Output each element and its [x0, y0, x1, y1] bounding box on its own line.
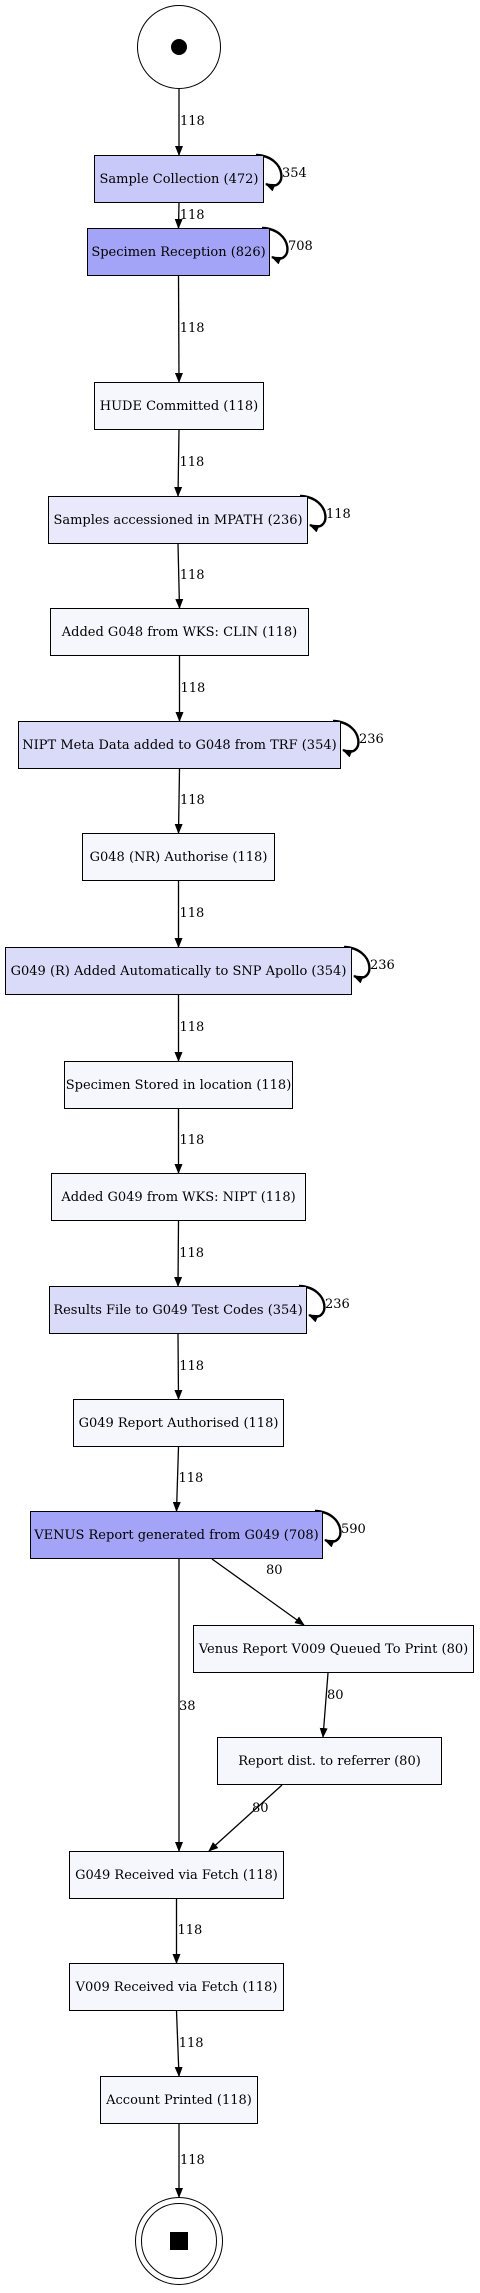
activity-node[interactable]: NIPT Meta Data added to G048 from TRF (3…	[18, 721, 341, 769]
edge-label: 236	[370, 958, 395, 973]
edge-label: 118	[179, 1245, 205, 1261]
activity-node[interactable]: Samples accessioned in MPATH (236)	[48, 496, 308, 544]
self-loop-arrow	[332, 719, 360, 758]
edge-label: 80	[252, 1801, 269, 1816]
edge-label: 118	[178, 2035, 204, 2051]
activity-label: Results File to G049 Test Codes (354)	[53, 1302, 303, 1318]
start-event	[137, 5, 221, 89]
edge-arrow	[174, 1220, 183, 1287]
edge-arrow	[172, 1446, 181, 1512]
edge-label: 118	[179, 1020, 205, 1035]
activity-label: Specimen Stored in location (118)	[65, 1077, 292, 1093]
activity-node[interactable]: HUDE Committed (118)	[94, 382, 264, 430]
activity-label: G049 Report Authorised (118)	[78, 1415, 279, 1431]
activity-label: Added G048 from WKS: CLIN (118)	[61, 624, 298, 640]
activity-node[interactable]: G049 (R) Added Automatically to SNP Apol…	[5, 947, 352, 995]
edge-label: 590	[341, 1522, 366, 1537]
activity-node[interactable]: G049 Received via Fetch (118)	[69, 1851, 284, 1899]
activity-label: G048 (NR) Authorise (118)	[89, 849, 268, 865]
activity-node[interactable]: Added G049 from WKS: NIPT (118)	[51, 1173, 306, 1221]
activity-node[interactable]: G049 Report Authorised (118)	[73, 1399, 284, 1447]
edge-label: 118	[178, 1471, 204, 1486]
activity-node[interactable]: V009 Received via Fetch (118)	[69, 1963, 284, 2011]
start-dot-icon	[171, 39, 187, 55]
activity-label: Account Printed (118)	[106, 2092, 252, 2108]
edge-label: 118	[177, 1923, 203, 1938]
edge-label: 80	[327, 1688, 344, 1703]
end-square-icon	[170, 2232, 188, 2250]
end-inner-ring	[141, 2203, 217, 2279]
activity-label: V009 Received via Fetch (118)	[75, 1979, 278, 1995]
self-loop-arrow	[314, 1509, 342, 1548]
edge-label: 236	[359, 732, 384, 747]
edge-label: 118	[326, 507, 351, 522]
activity-label: Venus Report V009 Queued To Print (80)	[198, 1641, 469, 1657]
self-loop-arrow	[261, 226, 289, 265]
activity-label: Samples accessioned in MPATH (236)	[53, 512, 303, 528]
edge-label: 118	[179, 1133, 205, 1148]
edge-label: 118	[180, 793, 205, 808]
edge-label: 118	[179, 207, 205, 223]
activity-label: Sample Collection (472)	[99, 171, 259, 187]
edge-label: 708	[288, 239, 313, 254]
edge-arrow	[208, 1784, 283, 1852]
edge-arrow	[174, 202, 183, 229]
activity-node[interactable]: Results File to G049 Test Codes (354)	[49, 1286, 307, 1334]
edge-label: 118	[180, 114, 205, 129]
edge-label: 80	[266, 1563, 283, 1578]
self-loop-arrow	[299, 494, 327, 533]
activity-node[interactable]: VENUS Report generated from G049 (708)	[30, 1511, 323, 1559]
end-event	[135, 2197, 223, 2285]
edge-arrow	[319, 1672, 329, 1738]
activity-label: Added G049 from WKS: NIPT (118)	[61, 1189, 296, 1205]
edge-arrow	[174, 275, 183, 383]
self-loop-arrow	[343, 945, 371, 984]
activity-label: NIPT Meta Data added to G048 from TRF (3…	[22, 737, 337, 753]
activity-node[interactable]: Added G048 from WKS: CLIN (118)	[50, 608, 309, 656]
edge-label: 118	[179, 568, 205, 583]
edge-arrow	[174, 1333, 183, 1400]
edge-arrow	[211, 1558, 305, 1626]
activity-node[interactable]: Specimen Stored in location (118)	[64, 1061, 293, 1109]
edge-label: 118	[179, 1358, 205, 1374]
self-loop-arrow	[255, 153, 283, 192]
edge-label: 118	[179, 455, 205, 470]
edge-label: 118	[180, 2152, 205, 2168]
activity-node[interactable]: Report dist. to referrer (80)	[217, 1737, 442, 1785]
edge-label: 118	[179, 321, 205, 336]
activity-node[interactable]: Account Printed (118)	[100, 2076, 258, 2124]
edge-arrow	[175, 543, 184, 609]
edge-arrow	[174, 429, 183, 497]
activity-node[interactable]: Sample Collection (472)	[94, 155, 264, 203]
edge-label: 118	[180, 680, 206, 696]
edge-label: 118	[179, 906, 205, 921]
activity-label: VENUS Report generated from G049 (708)	[34, 1527, 319, 1543]
activity-node[interactable]: Venus Report V009 Queued To Print (80)	[193, 1625, 474, 1673]
edge-arrow	[174, 768, 183, 834]
activity-label: G049 Received via Fetch (118)	[75, 1867, 278, 1883]
activity-node[interactable]: Specimen Reception (826)	[87, 228, 270, 276]
activity-label: Report dist. to referrer (80)	[238, 1753, 421, 1769]
activity-label: HUDE Committed (118)	[99, 398, 259, 414]
edge-arrow	[174, 2010, 183, 2077]
self-loop-arrow	[298, 1284, 326, 1323]
edge-label: 354	[282, 166, 307, 181]
activity-node[interactable]: G048 (NR) Authorise (118)	[82, 833, 275, 881]
activity-label: G049 (R) Added Automatically to SNP Apol…	[10, 963, 347, 979]
edge-label: 38	[179, 1699, 196, 1714]
activity-label: Specimen Reception (826)	[91, 244, 266, 260]
edge-label: 236	[325, 1297, 350, 1312]
